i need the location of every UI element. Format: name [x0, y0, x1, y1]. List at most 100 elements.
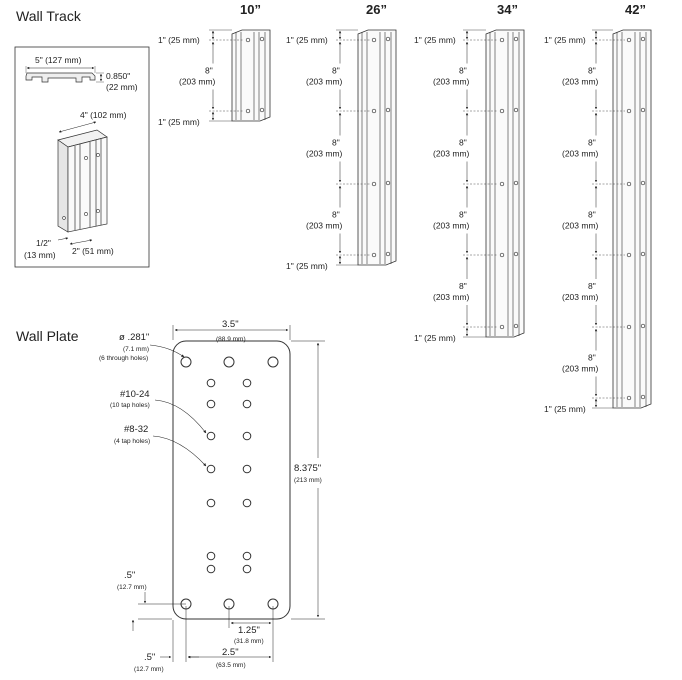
- plate-bottom-dimensions: [160, 606, 274, 662]
- profile-height-dim-in: 0.850": [106, 71, 130, 81]
- spacing-label-mm: (203 mm): [433, 77, 470, 87]
- track-hole: [385, 36, 391, 42]
- tap-hole: [206, 399, 216, 409]
- tap-10-leader: [154, 399, 207, 434]
- hole-offset-dim-mm: (13 mm): [24, 250, 56, 260]
- side-offset-dim-in: .5": [144, 652, 155, 663]
- wall-track-title: Wall Track: [16, 8, 81, 24]
- top-end-label: 1" (25 mm): [414, 35, 456, 45]
- tap-hole: [206, 431, 216, 441]
- track-hole: [626, 181, 632, 187]
- spacing-label-in: 8": [332, 138, 340, 148]
- profile-width-dim: 5" (127 mm): [35, 55, 82, 65]
- bottom-offset-dim-mm: (12.7 mm): [117, 584, 147, 591]
- spacing-label-in: 8": [459, 66, 467, 76]
- spacing-label-in: 8": [459, 281, 467, 291]
- through-hole-dia-in: ø .281": [119, 332, 149, 343]
- tap-10-note: (10 tap holes): [110, 402, 150, 409]
- track-hole: [640, 180, 646, 186]
- tap-8-note: (4 tap holes): [114, 438, 150, 445]
- spacing-label-in: 8": [588, 353, 596, 363]
- track-hole: [640, 107, 646, 113]
- through-hole-leader: [149, 344, 185, 358]
- track-hole: [499, 252, 505, 258]
- spacing-label-in: 8": [588, 210, 596, 220]
- tap-8-leader: [152, 435, 207, 467]
- bottom-end-label: 1" (25 mm): [286, 261, 328, 271]
- top-end-label: 1" (25 mm): [544, 35, 586, 45]
- span-dim-in: 2.5": [222, 647, 239, 658]
- spacing-label-in: 8": [588, 66, 596, 76]
- track-hole: [371, 181, 377, 187]
- plate-height-dim-mm: (213 mm): [294, 477, 322, 484]
- tap-8-label: #8-32: [124, 424, 148, 435]
- detail-frame: [14, 46, 150, 268]
- spacing-label-mm: (203 mm): [562, 221, 599, 231]
- profile-depth-dim: 4" (102 mm): [80, 110, 127, 120]
- track-body: [357, 29, 397, 266]
- track-hole: [499, 324, 505, 330]
- tap-hole: [206, 551, 216, 561]
- track-hole: [626, 252, 632, 258]
- track-hole: [385, 180, 391, 186]
- through-hole-note: (6 through holes): [99, 355, 148, 362]
- plate-width-dimension: [172, 325, 291, 340]
- tap-hole: [242, 564, 252, 574]
- track-hole: [245, 37, 251, 43]
- spacing-label-mm: (203 mm): [306, 77, 343, 87]
- track-hole: [640, 251, 646, 257]
- track-hole: [371, 252, 377, 258]
- track-hole: [640, 394, 646, 400]
- track-hole: [640, 323, 646, 329]
- track-elevation-3: 1" (25 mm)1" (25 mm)8"(203 mm)8"(203 mm)…: [414, 29, 525, 343]
- track-length-label-34: 34”: [497, 2, 518, 17]
- track-elevation-4: 1" (25 mm)1" (25 mm)8"(203 mm)8"(203 mm)…: [544, 29, 652, 414]
- through-hole: [223, 356, 235, 368]
- spacing-label-mm: (203 mm): [433, 149, 470, 159]
- track-hole: [626, 108, 632, 114]
- spacing-label-in: 8": [332, 210, 340, 220]
- track-length-label-26: 26”: [366, 2, 387, 17]
- track-hole: [513, 323, 519, 329]
- plate-height-dimension: [291, 340, 325, 620]
- track-hole: [371, 37, 377, 43]
- spacing-label-mm: (203 mm): [433, 221, 470, 231]
- hole-spacing-dim: 2" (51 mm): [72, 246, 114, 256]
- track-hole: [626, 37, 632, 43]
- track-hole: [499, 108, 505, 114]
- track-hole: [259, 107, 265, 113]
- spacing-label-mm: (203 mm): [562, 292, 599, 302]
- spacing-label-mm: (203 mm): [433, 292, 470, 302]
- spacing-label-in: 8": [332, 66, 340, 76]
- top-end-label: 1" (25 mm): [158, 35, 200, 45]
- track-length-label-10: 10”: [240, 2, 261, 17]
- bottom-end-label: 1" (25 mm): [544, 404, 586, 414]
- through-hole-dia-mm: (7.1 mm): [123, 346, 149, 353]
- track-perspective-view: [57, 121, 108, 245]
- spacing-label-mm: (203 mm): [562, 77, 599, 87]
- spacing-label-in: 8": [459, 138, 467, 148]
- spacing-label-mm: (203 mm): [179, 77, 216, 87]
- spacing-label-mm: (203 mm): [306, 221, 343, 231]
- track-hole: [499, 181, 505, 187]
- track-hole: [499, 37, 505, 43]
- track-hole: [513, 180, 519, 186]
- side-offset-dim-mm: (12.7 mm): [134, 666, 164, 673]
- perspective-holes: [62, 153, 100, 220]
- spacing-label-in: 8": [459, 210, 467, 220]
- wall-plate-outline: [172, 340, 291, 620]
- bottom-end-label: 1" (25 mm): [158, 117, 200, 127]
- track-length-label-42: 42”: [625, 2, 646, 17]
- plate-width-dim-in: 3.5": [222, 319, 239, 330]
- track-hole: [371, 108, 377, 114]
- spacing-label-mm: (203 mm): [562, 364, 599, 374]
- center-dim-in: 1.25": [238, 625, 260, 636]
- track-hole: [245, 108, 251, 114]
- bottom-offset-dimension: [131, 592, 186, 631]
- tap-hole: [242, 399, 252, 409]
- through-hole: [267, 356, 279, 368]
- track-hole: [513, 107, 519, 113]
- tap-hole: [242, 551, 252, 561]
- spacing-label-in: 8": [588, 281, 596, 291]
